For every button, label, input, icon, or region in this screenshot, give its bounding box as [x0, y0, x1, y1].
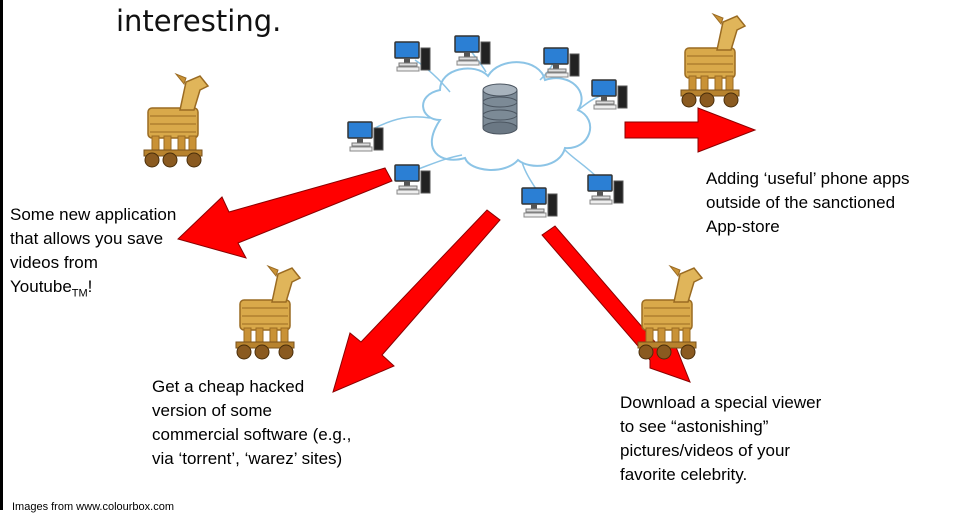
- computer-icon: [521, 187, 558, 218]
- arrow-to-youtube: [177, 167, 393, 259]
- computer-icon: [394, 41, 431, 72]
- trojan-horse-icon: [143, 73, 209, 168]
- youtube-app-label: Some new application that allows you sav…: [10, 205, 177, 300]
- hacked-software-label: Get a cheap hacked version of some comme…: [152, 377, 352, 468]
- computer-icon: [394, 164, 431, 195]
- computer-icon: [454, 35, 491, 66]
- trojan-horse-icon: [680, 13, 746, 108]
- trojan-horse-icon: [235, 265, 301, 360]
- arrow-to-hacked-software: [332, 209, 501, 393]
- left-border: [0, 0, 3, 510]
- phone-apps-label: Adding ‘useful’ phone apps outside of th…: [706, 169, 910, 236]
- computer-icon: [591, 79, 628, 110]
- slide-title: interesting.: [116, 4, 282, 38]
- database-icon: [482, 83, 518, 135]
- computer-icon: [543, 47, 580, 78]
- arrow-to-phone-apps: [624, 107, 757, 153]
- trojan-horse-icon: [637, 265, 703, 360]
- celebrity-viewer-label: Download a special viewer to see “astoni…: [620, 393, 822, 484]
- image-credit: Images from www.colourbox.com: [12, 501, 174, 513]
- computer-icon: [587, 174, 624, 205]
